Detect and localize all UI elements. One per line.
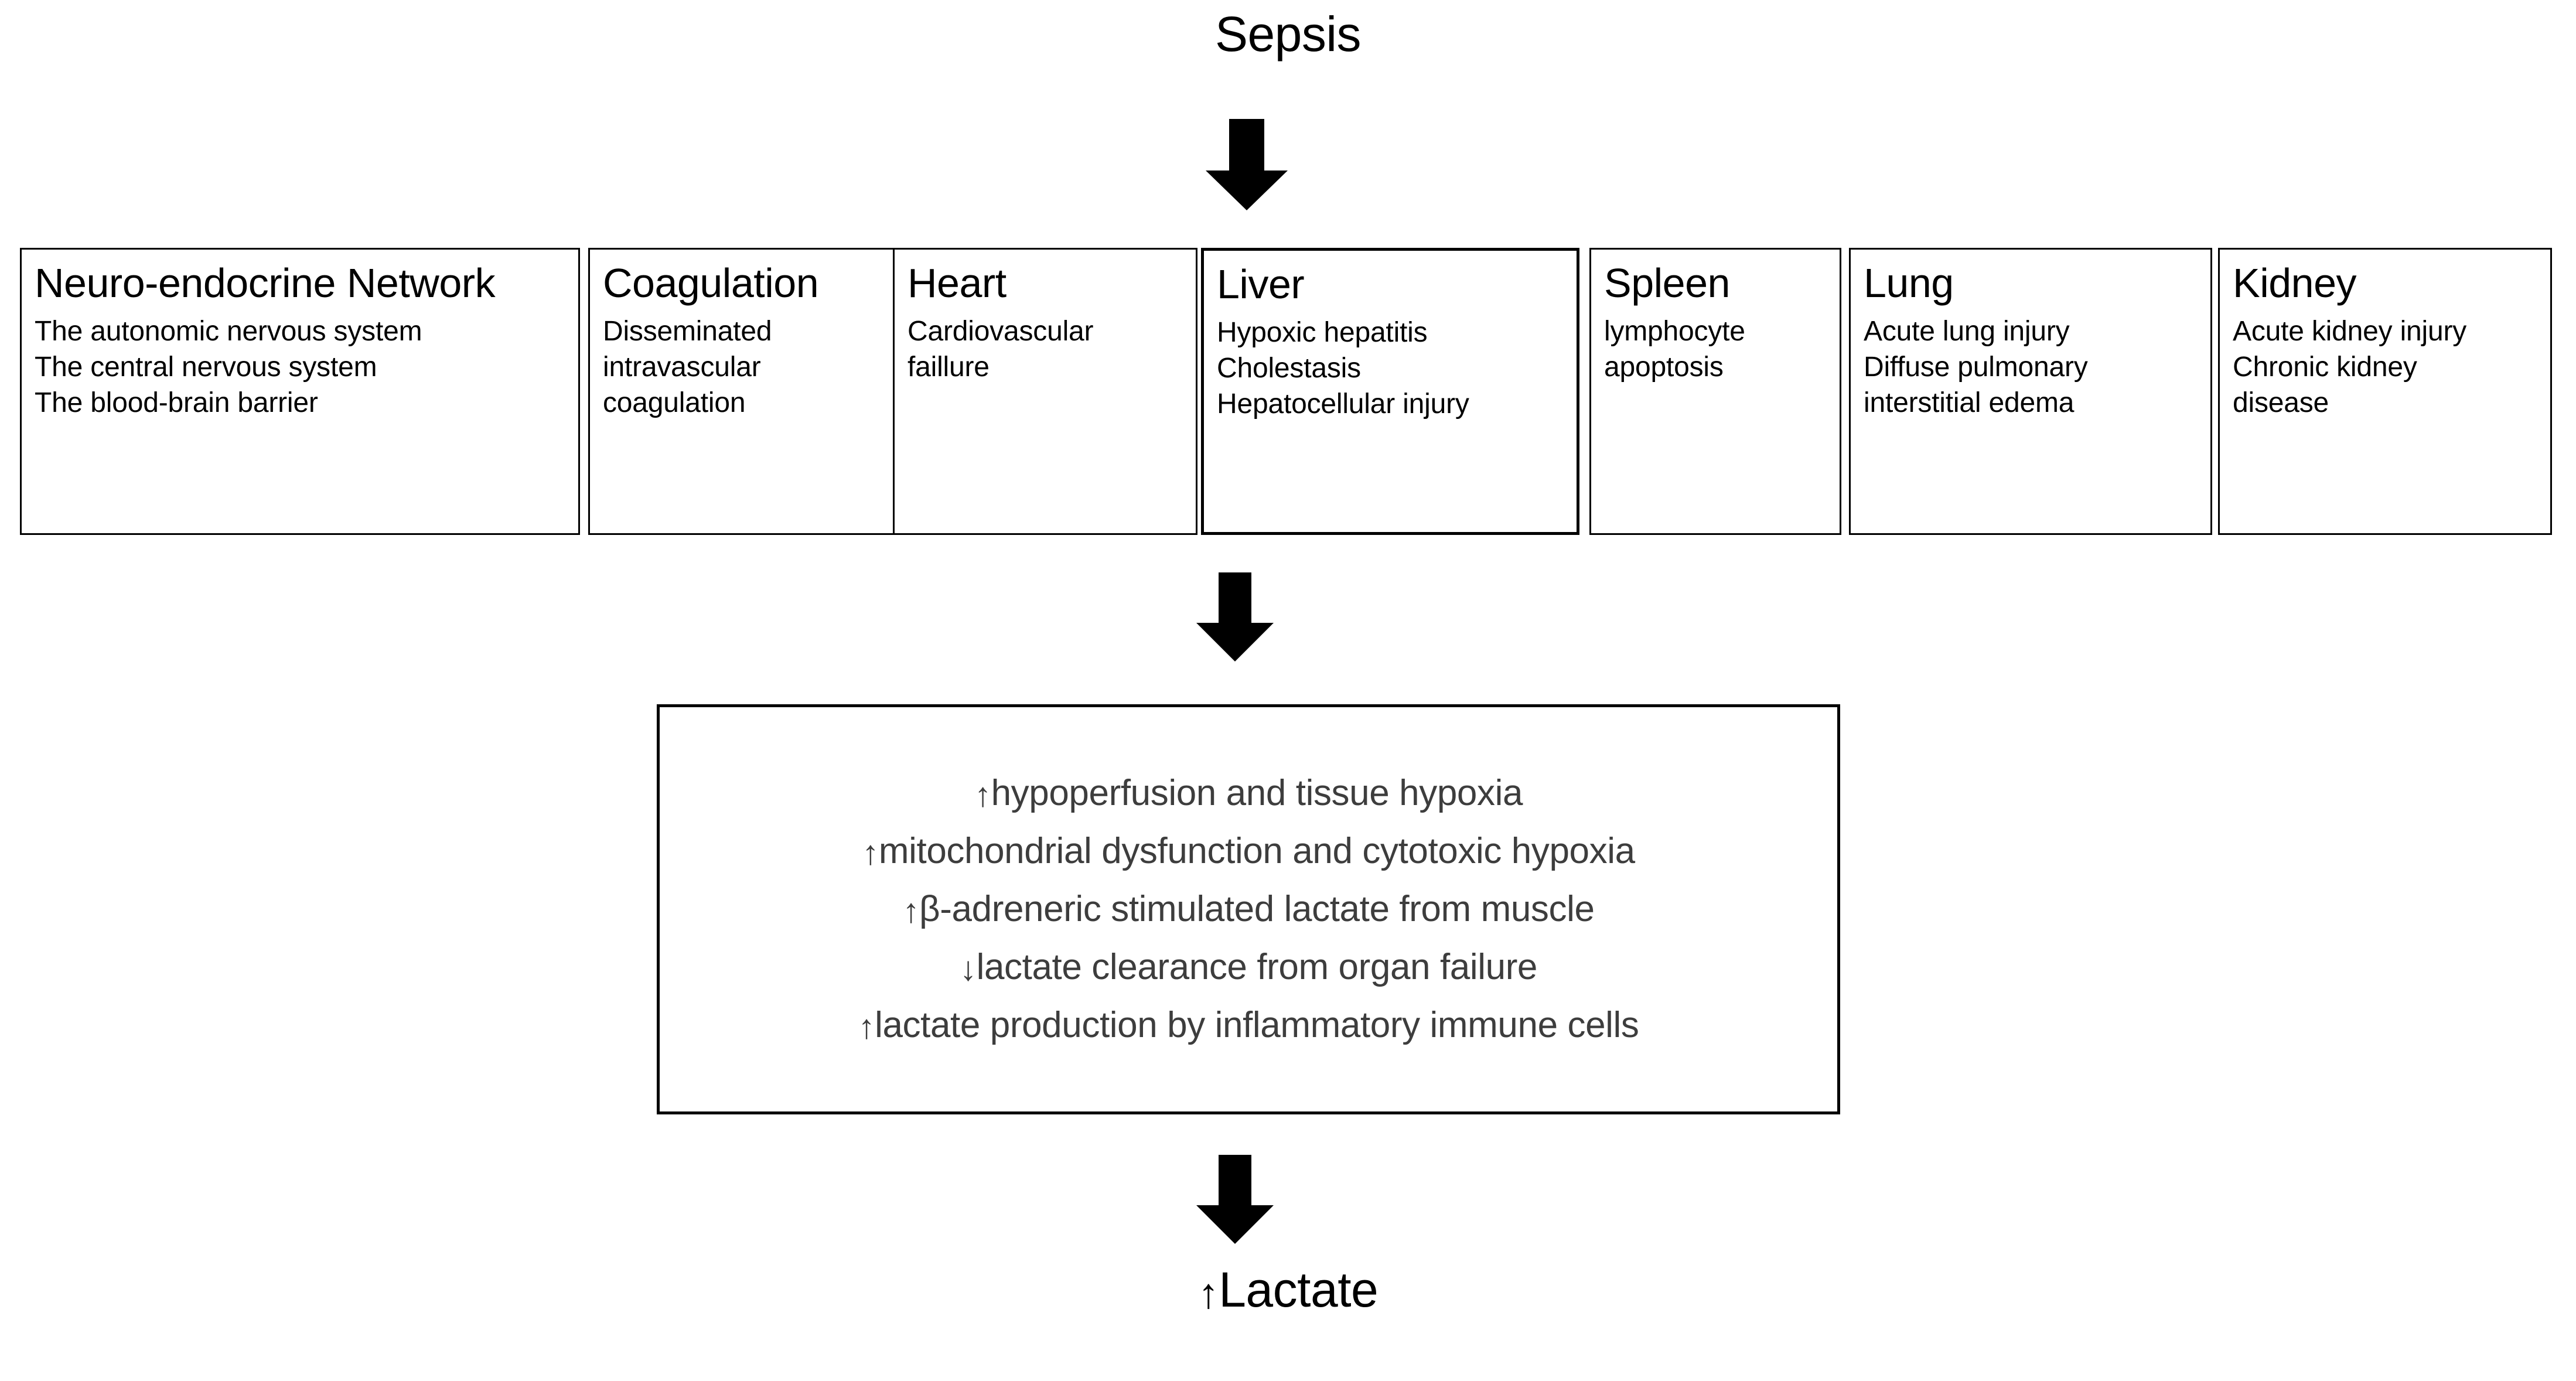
mechanism-text: hypoperfusion and tissue hypoxia xyxy=(991,772,1523,813)
arrow-mechanisms-to-lactate-icon xyxy=(1196,1155,1274,1244)
organ-box-item: The autonomic nervous system xyxy=(35,316,422,347)
organ-box-title: Coagulation xyxy=(603,260,819,306)
mechanism-line: ↑mitochondrial dysfunction and cytotoxic… xyxy=(862,833,1635,870)
up-arrow-icon: ↑ xyxy=(858,1007,875,1046)
organ-box-lung[interactable]: Lung Acute lung injury Diffuse pulmonary… xyxy=(1849,248,2212,535)
organ-box-title: Kidney xyxy=(2233,260,2357,306)
mechanism-line: ↓lactate clearance from organ failure xyxy=(960,949,1537,986)
organ-box-row: Neuro-endocrine Network The autonomic ne… xyxy=(20,248,2552,535)
up-arrow-icon: ↑ xyxy=(902,891,920,930)
organ-box-item: Diffuse pulmonary xyxy=(1864,352,2088,383)
organ-box-item: Hepatocellular injury xyxy=(1217,388,1469,420)
organ-box-item: Hypoxic hepatitis xyxy=(1217,317,1428,349)
mechanism-text: lactate production by inflammatory immun… xyxy=(875,1004,1639,1045)
organ-box-item: faillure xyxy=(907,352,990,383)
organ-box-coagulation[interactable]: Coagulation Disseminated intravascular c… xyxy=(588,248,899,535)
mechanism-text: β-adreneric stimulated lactate from musc… xyxy=(919,888,1595,929)
organ-box-item: interstitial edema xyxy=(1864,387,2075,419)
outcome-label: ↑Lactate xyxy=(0,1263,2576,1317)
organ-box-item: Disseminated xyxy=(603,316,772,347)
organ-box-item: intravascular xyxy=(603,352,761,383)
up-arrow-icon: ↑ xyxy=(974,775,991,814)
mechanism-line: ↑lactate production by inflammatory immu… xyxy=(858,1007,1639,1044)
organ-box-items: The autonomic nervous system The central… xyxy=(35,314,568,421)
organ-box-item: The blood-brain barrier xyxy=(35,387,318,419)
up-arrow-icon: ↑ xyxy=(862,833,879,872)
organ-box-items: Cardiovascular faillure xyxy=(907,314,1185,386)
organ-box-item: disease xyxy=(2233,387,2329,419)
organ-box-items: Acute lung injury Diffuse pulmonary inte… xyxy=(1864,314,2200,421)
organ-box-spleen[interactable]: Spleen lymphocyte apoptosis xyxy=(1589,248,1841,535)
arrow-organs-to-mechanisms-icon xyxy=(1196,572,1274,661)
organ-box-item: Chronic kidney xyxy=(2233,352,2417,383)
outcome-text: Lactate xyxy=(1219,1262,1379,1317)
organ-box-title: Liver xyxy=(1217,261,1305,307)
arrow-sepsis-to-organs-icon xyxy=(1206,119,1288,210)
organ-box-title: Spleen xyxy=(1604,260,1730,306)
mechanism-box: ↑hypoperfusion and tissue hypoxia ↑mitoc… xyxy=(657,704,1840,1114)
organ-box-item: lymphocyte xyxy=(1604,316,1745,347)
organ-box-items: lymphocyte apoptosis xyxy=(1604,314,1829,386)
organ-box-neuro-endocrine-network[interactable]: Neuro-endocrine Network The autonomic ne… xyxy=(20,248,580,535)
organ-box-item: The central nervous system xyxy=(35,352,377,383)
organ-box-item: apoptosis xyxy=(1604,352,1724,383)
organ-box-item: Acute kidney injury xyxy=(2233,316,2467,347)
organ-box-title: Lung xyxy=(1864,260,1954,306)
organ-box-item: Cholestasis xyxy=(1217,353,1361,384)
organ-box-item: Cardiovascular xyxy=(907,316,1094,347)
up-arrow-icon: ↑ xyxy=(1197,1270,1219,1317)
organ-box-heart[interactable]: Heart Cardiovascular faillure xyxy=(893,248,1197,535)
organ-box-kidney[interactable]: Kidney Acute kidney injury Chronic kidne… xyxy=(2218,248,2552,535)
organ-box-items: Acute kidney injury Chronic kidney disea… xyxy=(2233,314,2540,421)
page-title: Sepsis xyxy=(1214,6,1362,62)
mechanism-line: ↑hypoperfusion and tissue hypoxia xyxy=(974,775,1523,812)
mechanism-line: ↑β-adreneric stimulated lactate from mus… xyxy=(902,888,1595,930)
organ-box-items: Disseminated intravascular coagulation xyxy=(603,314,886,421)
mechanism-text: lactate clearance from organ failure xyxy=(976,946,1538,987)
mechanism-text: mitochondrial dysfunction and cytotoxic … xyxy=(878,830,1635,871)
organ-box-title: Neuro-endocrine Network xyxy=(35,260,496,306)
organ-box-items: Hypoxic hepatitis Cholestasis Hepatocell… xyxy=(1217,315,1566,422)
down-arrow-icon: ↓ xyxy=(959,949,977,988)
organ-box-title: Heart xyxy=(907,260,1006,306)
organ-box-item: coagulation xyxy=(603,387,746,419)
organ-box-liver[interactable]: Liver Hypoxic hepatitis Cholestasis Hepa… xyxy=(1201,248,1579,535)
organ-box-item: Acute lung injury xyxy=(1864,316,2070,347)
